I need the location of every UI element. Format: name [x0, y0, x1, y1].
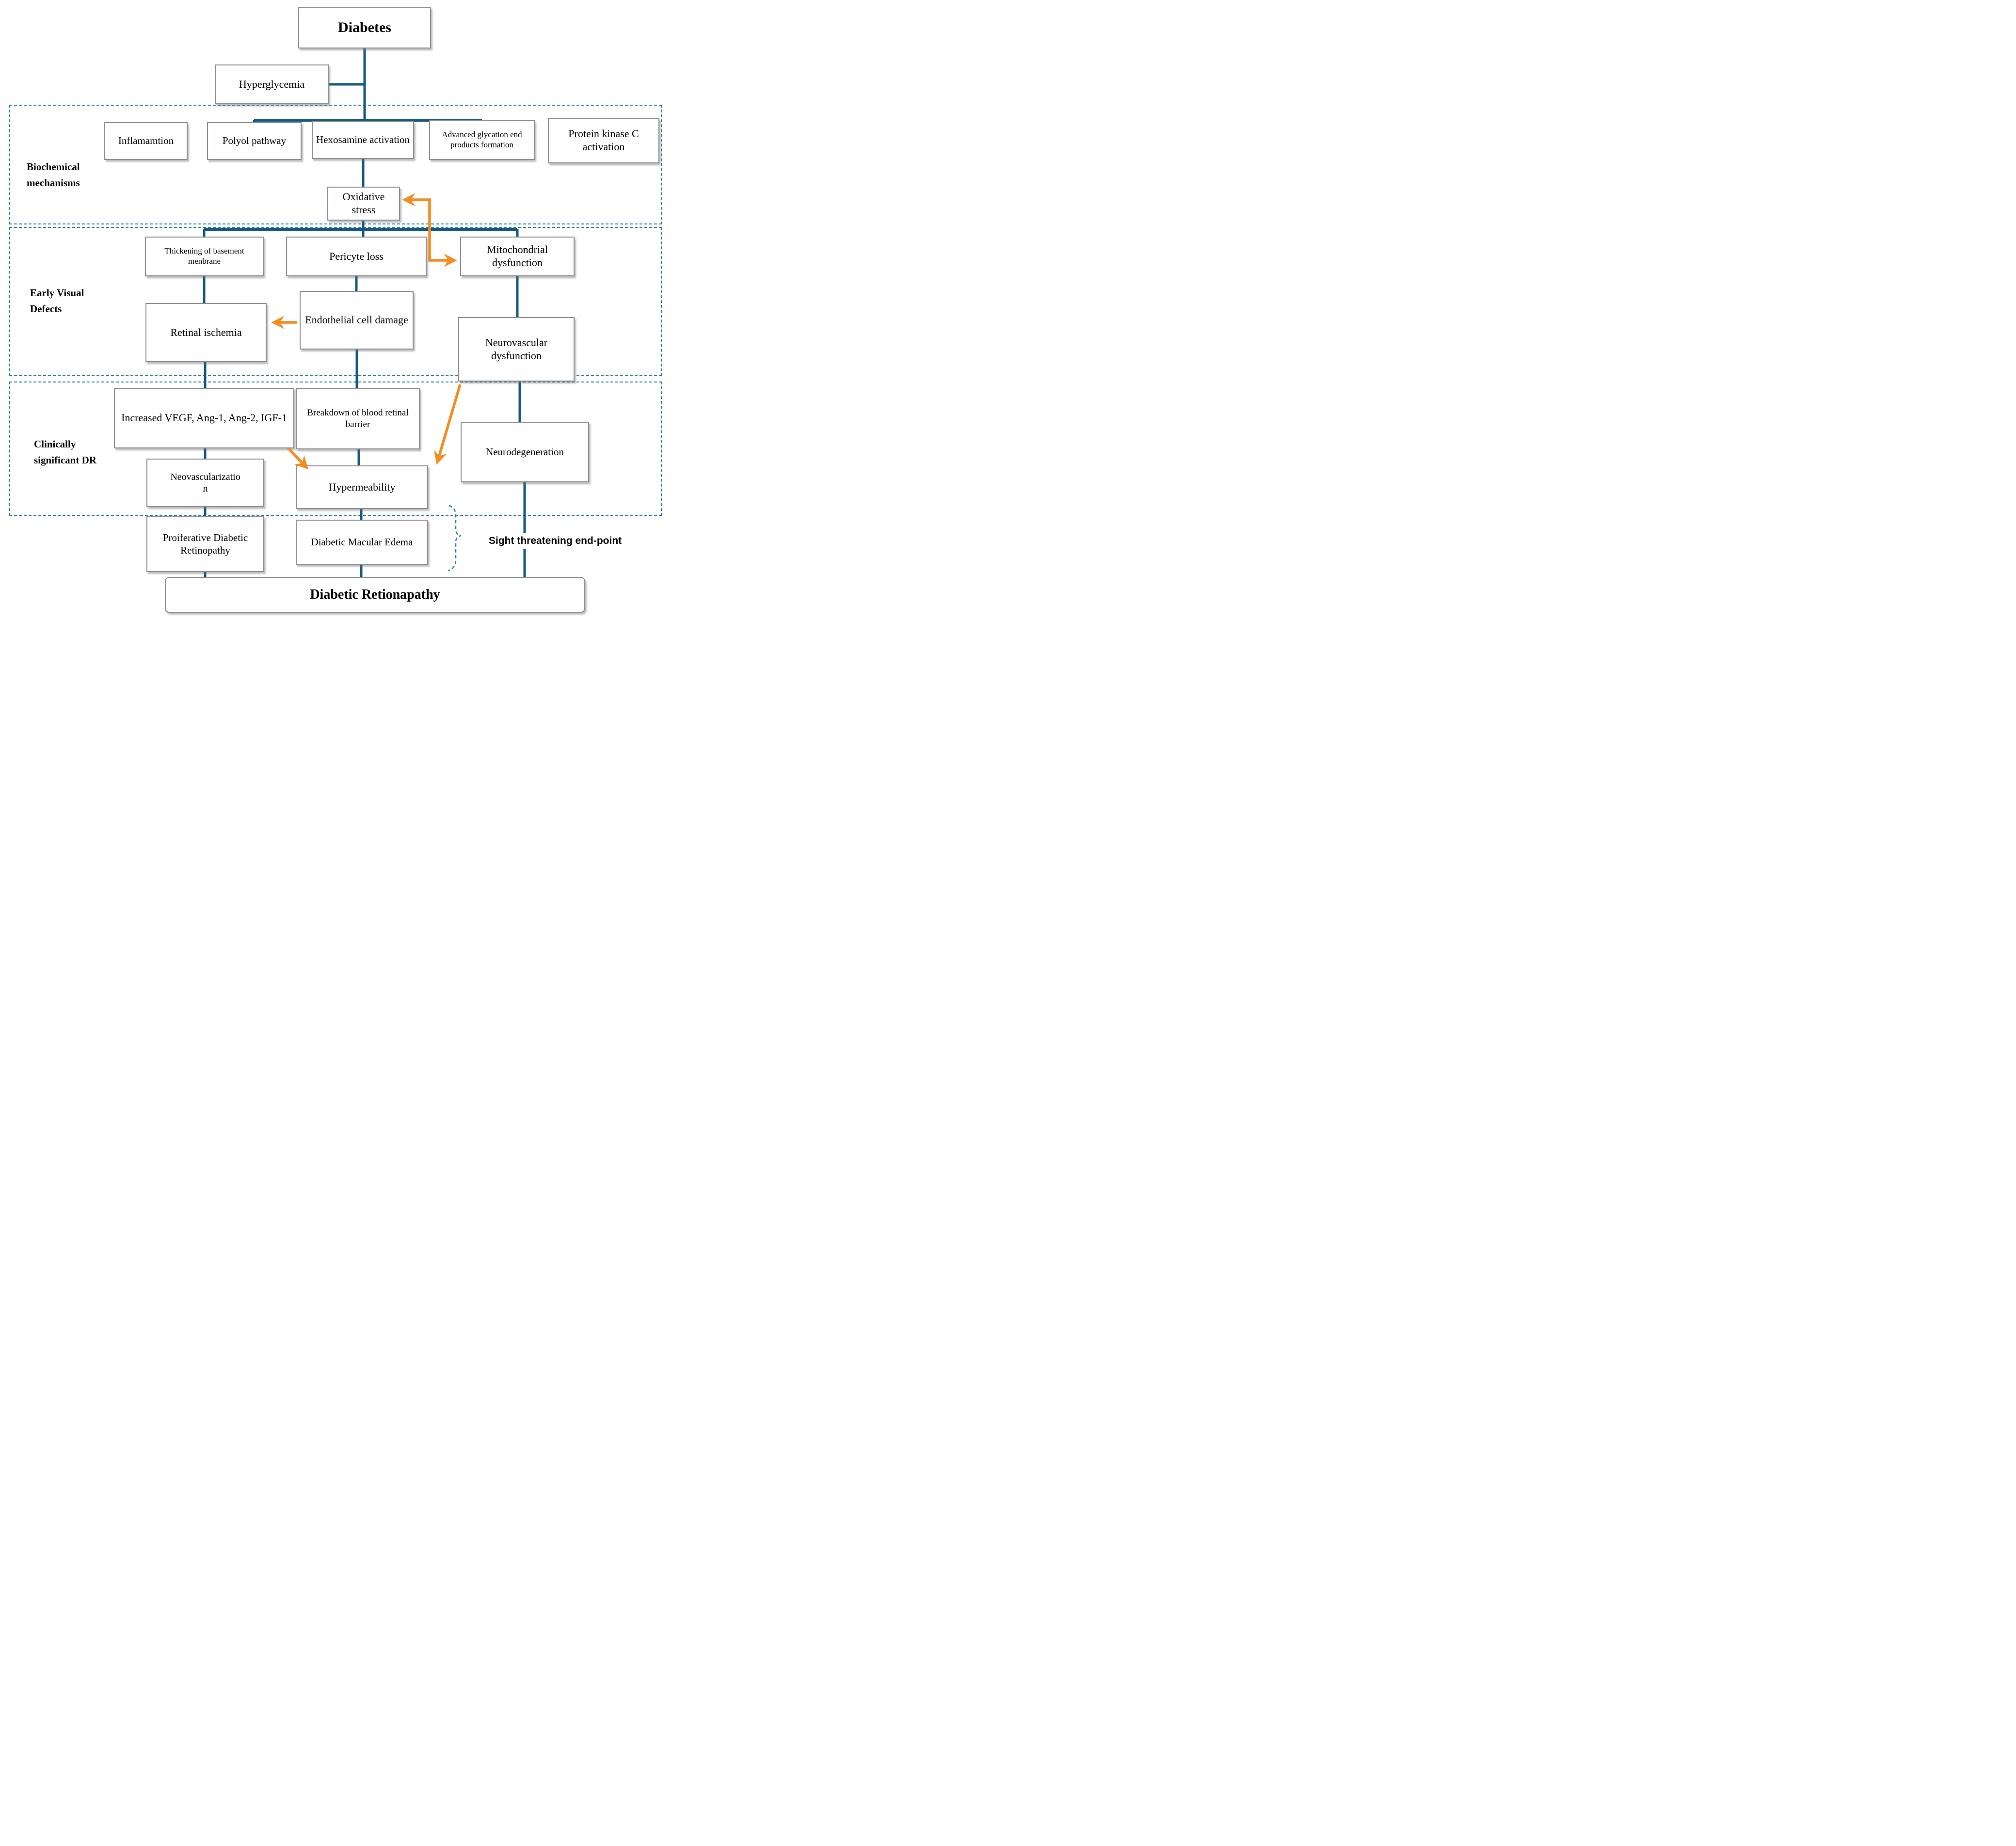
node-thickening-basement-membrane: Thickening of basement menbrane: [145, 237, 264, 276]
node-increased-vegf: Increased VEGF, Ang-1, Ang-2, IGF-1: [114, 388, 294, 448]
node-mitochondrial-dysfunction: Mitochondrial dysfunction: [460, 237, 575, 276]
node-diabetes: Diabetes: [298, 7, 431, 48]
node-breakdown-blood-retinal-barrier: Breakdown of blood retinal barrier: [296, 388, 420, 449]
node-polyol-pathway: Polyol pathway: [207, 122, 302, 160]
section-label-early-visual: Early Visual Defects: [30, 287, 84, 315]
arrow-neurovascular-hypermeability: [434, 384, 462, 465]
node-proliferative-dr: Proiferative Diabetic Retinopathy: [146, 516, 264, 572]
node-hypermeability: Hypermeability: [296, 465, 428, 509]
zone-early-visual-defects: [9, 227, 662, 376]
node-retinal-ischemia: Retinal ischemia: [145, 303, 267, 362]
node-neovascularization: Neovascularizatio n: [146, 459, 264, 507]
node-neurovascular-dysfunction: Neurovascular dysfunction: [458, 317, 575, 382]
node-diabetic-retinopathy: Diabetic Retionapathy: [165, 577, 585, 613]
highlight-arrows: [271, 193, 462, 572]
section-label-biochemical: Biochemical mechanisms: [27, 161, 80, 189]
node-protein-kinase-c: Protein kinase C activation: [548, 118, 659, 163]
flowchart-canvas: Diabetes Hyperglycemia Inflamamtion Poly…: [0, 0, 672, 617]
arrow-oxidative-mitochondrial: [402, 193, 457, 267]
zone-biochemical-mechanisms: [9, 105, 662, 224]
zone-clinically-significant-dr: [9, 382, 662, 516]
node-diabetic-macular-edema: Diabetic Macular Edema: [296, 520, 428, 565]
node-hyperglycemia: Hyperglycemia: [215, 64, 329, 104]
sight-endpoint-label: Sight threatening end-point: [486, 533, 625, 549]
section-label-clinical: Clinically significant DR: [34, 438, 96, 466]
node-oxidative-stress: Oxidative stress: [327, 187, 400, 221]
arrow-vegf-hypermeability: [287, 447, 309, 470]
node-inflammation: Inflamamtion: [104, 122, 188, 160]
node-endothelial-cell-damage: Endothelial cell damage: [300, 291, 414, 350]
node-advanced-glycation: Advanced glycation end products formatio…: [429, 120, 535, 160]
sight-endpoint-bracket: [448, 505, 462, 572]
node-hexosamine-activation: Hexosamine activation: [312, 121, 414, 159]
node-neurodegeneration: Neurodegeneration: [461, 422, 589, 482]
